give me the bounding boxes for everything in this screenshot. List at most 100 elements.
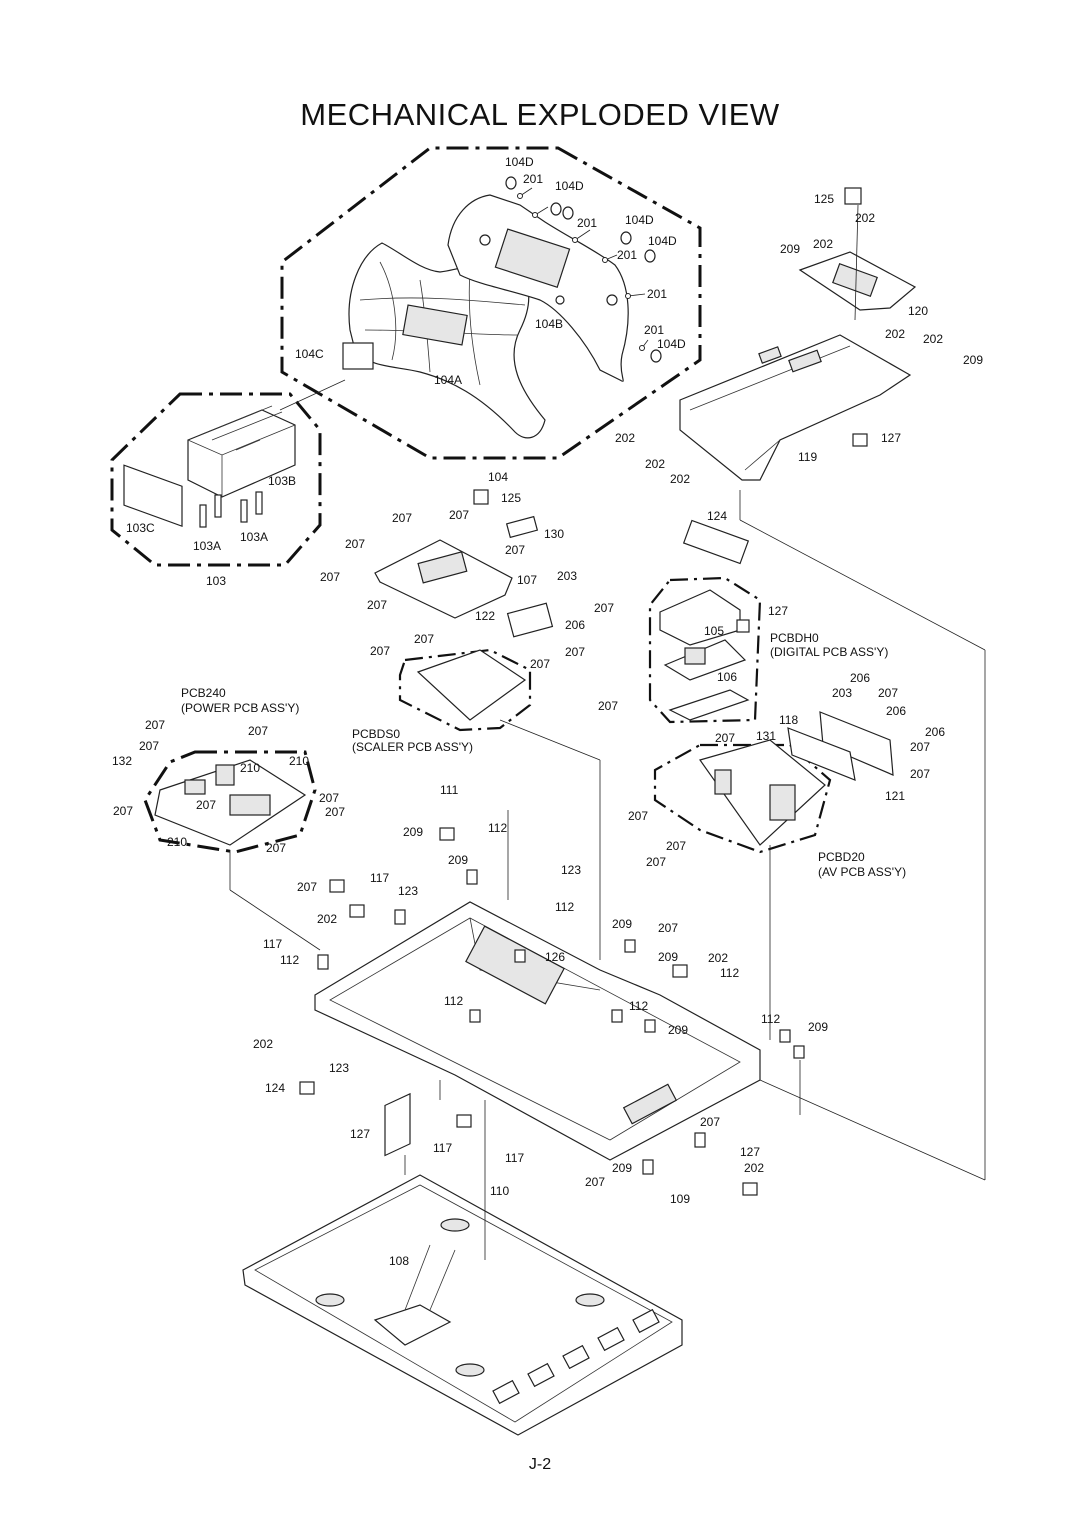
part-127-d bbox=[742, 1182, 758, 1196]
label: 202 bbox=[708, 951, 728, 965]
label: 201 bbox=[617, 248, 637, 262]
label: 207 bbox=[266, 841, 286, 855]
label: 130 bbox=[544, 527, 564, 541]
label: 209 bbox=[808, 1020, 828, 1034]
label: 207 bbox=[196, 798, 216, 812]
label: 201 bbox=[644, 323, 664, 337]
label: 207 bbox=[325, 805, 345, 819]
label: 126 bbox=[545, 950, 565, 964]
label: 210 bbox=[167, 835, 187, 849]
label: 207 bbox=[505, 543, 525, 557]
label: 207 bbox=[320, 570, 340, 584]
label: 103A bbox=[240, 530, 268, 544]
label: 123 bbox=[398, 884, 418, 898]
label: 209 bbox=[403, 825, 423, 839]
bracket-103c bbox=[123, 464, 183, 528]
shield-106 bbox=[668, 689, 750, 721]
label: 209 bbox=[780, 242, 800, 256]
label: 207 bbox=[700, 1115, 720, 1129]
label: 202 bbox=[317, 912, 337, 926]
label: 206 bbox=[886, 704, 906, 718]
label: 104A bbox=[434, 373, 462, 387]
assembly-desc: (SCALER PCB ASS'Y) bbox=[352, 740, 473, 754]
label: 207 bbox=[628, 809, 648, 823]
label: 209 bbox=[448, 853, 468, 867]
label: 105 bbox=[704, 624, 724, 638]
clips-112 bbox=[466, 869, 805, 1059]
label: 117 bbox=[263, 937, 282, 951]
label: 207 bbox=[530, 657, 550, 671]
label: 207 bbox=[113, 804, 133, 818]
label-104c bbox=[342, 342, 374, 370]
label: 203 bbox=[557, 569, 577, 583]
label: 202 bbox=[923, 332, 943, 346]
label: 206 bbox=[925, 725, 945, 739]
label: 104D bbox=[625, 213, 654, 227]
label: 118 bbox=[779, 713, 798, 727]
label: 103A bbox=[193, 539, 221, 553]
label: 121 bbox=[885, 789, 905, 803]
label: 127 bbox=[740, 1145, 760, 1159]
assembly-code: PCBDS0 bbox=[352, 727, 400, 741]
rubber-feet-104d bbox=[505, 176, 662, 363]
label: 104D bbox=[648, 234, 677, 248]
label: 207 bbox=[585, 1175, 605, 1189]
label: 207 bbox=[594, 601, 614, 615]
label: 207 bbox=[145, 718, 165, 732]
label: 127 bbox=[881, 431, 901, 445]
pcb-scaler bbox=[416, 649, 527, 721]
label: 201 bbox=[647, 287, 667, 301]
page-title: MECHANICAL EXPLODED VIEW bbox=[300, 97, 780, 132]
label: 209 bbox=[612, 917, 632, 931]
label: 209 bbox=[658, 950, 678, 964]
label: 207 bbox=[565, 645, 585, 659]
label: 122 bbox=[475, 609, 495, 623]
label: 207 bbox=[414, 632, 434, 646]
pcb-av bbox=[699, 739, 826, 846]
label: 207 bbox=[666, 839, 686, 853]
label: 117 bbox=[370, 871, 389, 885]
pcbds0-boundary bbox=[398, 648, 532, 732]
bracket-119 bbox=[679, 334, 912, 481]
label: 202 bbox=[813, 237, 833, 251]
label: 112 bbox=[720, 966, 739, 980]
assembly-desc: (POWER PCB ASS'Y) bbox=[181, 701, 299, 715]
label: 207 bbox=[658, 921, 678, 935]
label: 104D bbox=[657, 337, 686, 351]
part-124-top bbox=[682, 519, 750, 565]
label: 209 bbox=[612, 1161, 632, 1175]
label: 119 bbox=[798, 450, 817, 464]
pcbdh0-boundary bbox=[648, 576, 762, 724]
label: 207 bbox=[297, 880, 317, 894]
label: 109 bbox=[670, 1192, 690, 1206]
assembly-code: PCB240 bbox=[181, 686, 226, 700]
label: 127 bbox=[768, 604, 788, 618]
chassis-110 bbox=[314, 901, 761, 1161]
label: 202 bbox=[645, 457, 665, 471]
label: 107 bbox=[517, 573, 537, 587]
label: 108 bbox=[389, 1254, 409, 1268]
label: 201 bbox=[523, 172, 543, 186]
label: 207 bbox=[910, 767, 930, 781]
label: 110 bbox=[490, 1184, 509, 1198]
label: 131 bbox=[756, 729, 776, 743]
part-127-b bbox=[736, 619, 750, 633]
label: 112 bbox=[629, 999, 648, 1013]
label: 104B bbox=[535, 317, 563, 331]
label: 207 bbox=[319, 791, 339, 805]
label: 104C bbox=[295, 347, 324, 361]
spacers-123 bbox=[299, 879, 365, 1095]
plate-121 bbox=[819, 711, 894, 776]
label: 209 bbox=[668, 1023, 688, 1037]
label: 127 bbox=[350, 1127, 370, 1141]
part-127-c bbox=[456, 1114, 472, 1128]
label: 202 bbox=[855, 211, 875, 225]
label: 111 bbox=[440, 783, 459, 797]
label: 103C bbox=[126, 521, 155, 535]
label: 210 bbox=[240, 761, 260, 775]
label: 202 bbox=[615, 431, 635, 445]
bracket-118 bbox=[787, 727, 856, 781]
label: 117 bbox=[433, 1141, 452, 1155]
label: 103B bbox=[268, 474, 296, 488]
group-104-boundary bbox=[280, 146, 702, 460]
